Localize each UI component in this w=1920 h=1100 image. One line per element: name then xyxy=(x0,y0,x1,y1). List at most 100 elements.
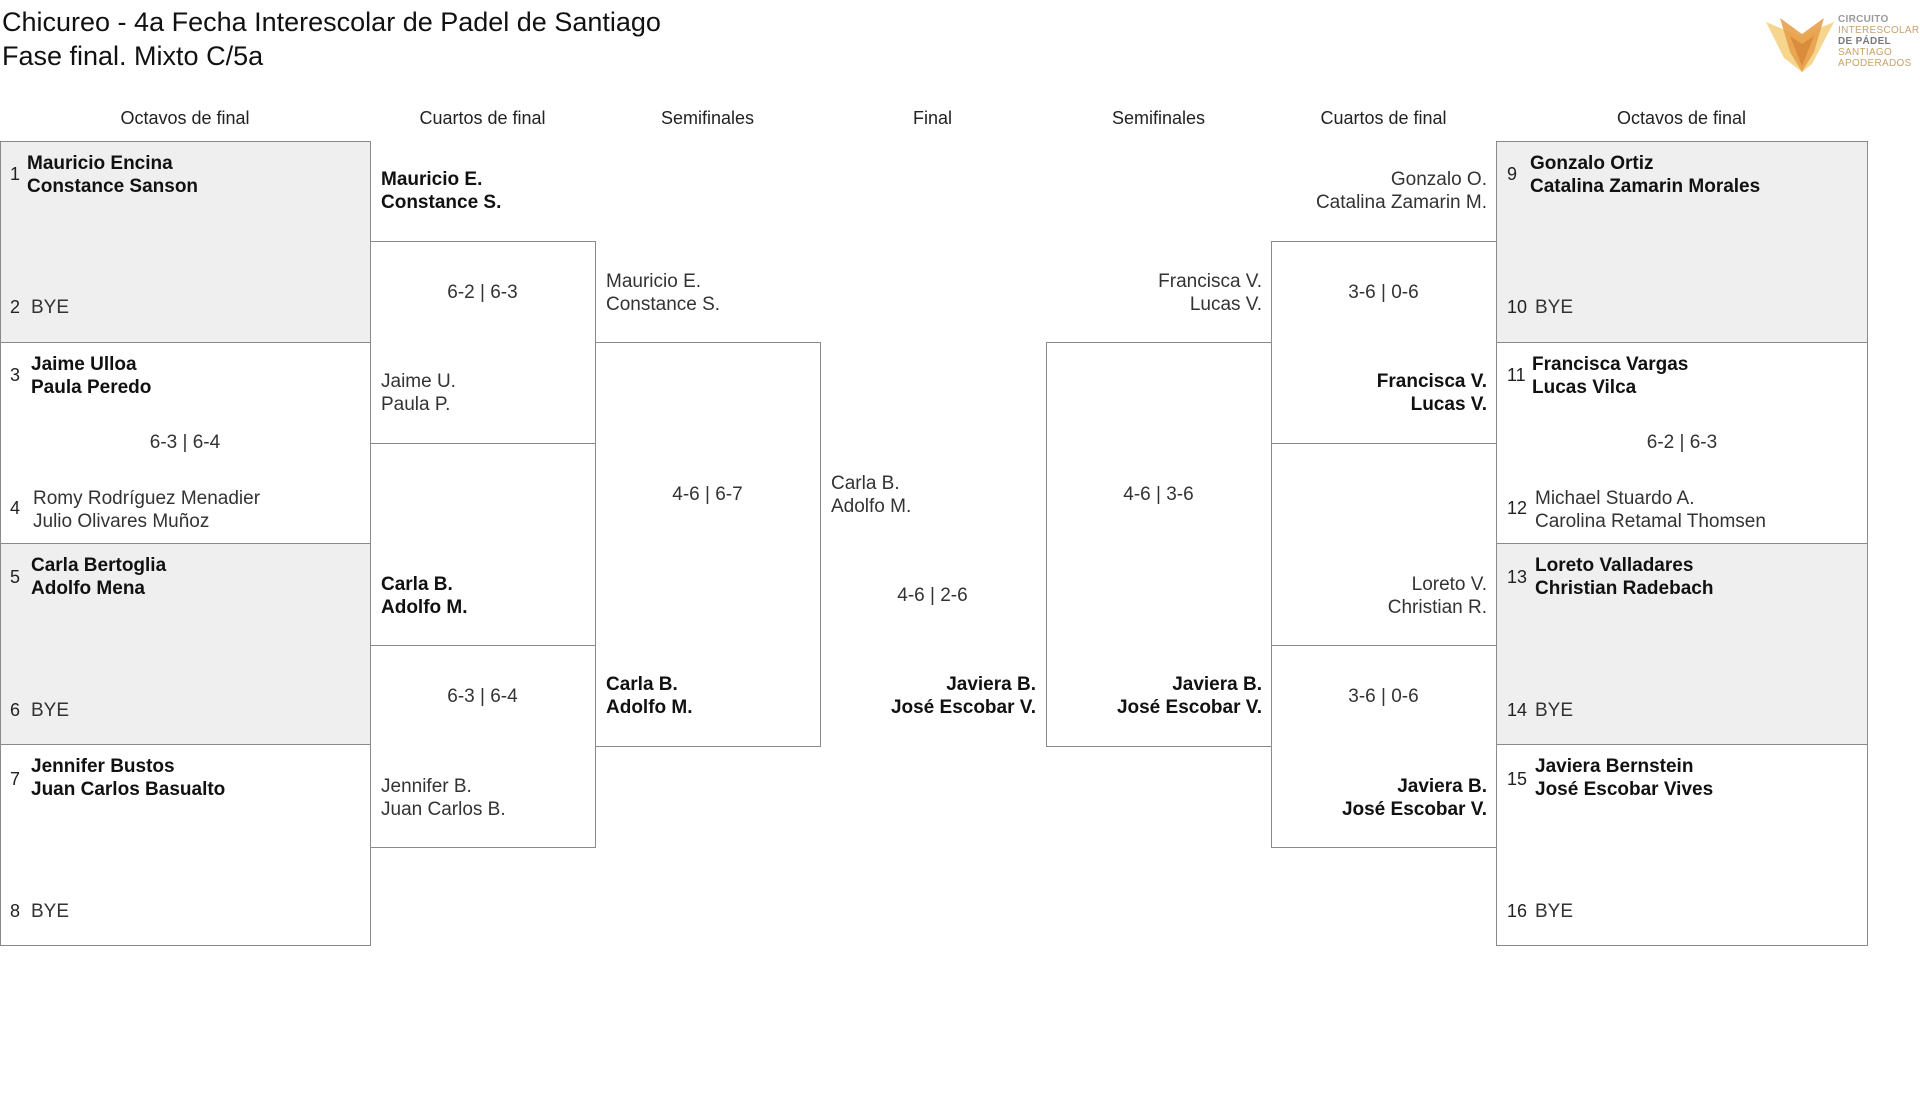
seed-number: 3 xyxy=(10,365,21,385)
team-entry: BYE xyxy=(1535,900,1573,923)
team-entry: Mauricio E. Constance S. xyxy=(381,168,501,214)
round-header-right-sf: Semifinales xyxy=(1111,108,1206,128)
team-entry: Michael Stuardo A. Carolina Retamal Thom… xyxy=(1535,487,1766,533)
player-name: Jaime U. xyxy=(381,371,456,392)
round-header-right-qf: Cuartos de final xyxy=(1320,108,1447,128)
player-name: Lucas Vilca xyxy=(1532,377,1637,398)
player-name: BYE xyxy=(1535,297,1574,318)
player-name: Gonzalo O. xyxy=(1390,169,1487,190)
team-entry: Javiera Bernstein José Escobar Vives xyxy=(1535,755,1713,801)
team-entry: Javiera B. José Escobar V. xyxy=(836,673,1036,719)
team-entry: Gonzalo O. Catalina Zamarin M. xyxy=(1266,168,1487,214)
round-header-right-r16: Octavos de final xyxy=(1616,108,1747,128)
player-name: Carla B. xyxy=(381,574,453,595)
player-name: Mauricio Encina xyxy=(27,153,173,174)
match-score: 6-2 | 6-3 xyxy=(447,282,518,303)
player-name: Constance Sanson xyxy=(27,176,199,197)
player-name: Christian Radebach xyxy=(1535,578,1714,599)
team-entry: Javiera B. José Escobar V. xyxy=(1052,673,1262,719)
match-score: 4-6 | 6-7 xyxy=(672,484,743,505)
match-box-left-r16-1 xyxy=(0,141,371,343)
player-name: José Escobar V. xyxy=(1341,799,1487,820)
player-name: Constance S. xyxy=(606,294,721,315)
team-entry: BYE xyxy=(31,900,69,923)
player-name: Carla B. xyxy=(831,473,900,494)
player-name: Gonzalo Ortiz xyxy=(1530,153,1654,174)
round-header-left-r16: Octavos de final xyxy=(120,108,250,128)
team-entry: Loreto V. Christian R. xyxy=(1266,573,1487,619)
seed-number: 12 xyxy=(1507,498,1528,518)
player-name: Christian R. xyxy=(1387,597,1487,618)
round-header-left-sf: Semifinales xyxy=(660,108,755,128)
team-entry: Francisca V. Lucas V. xyxy=(1052,270,1262,316)
player-name: Jaime Ulloa xyxy=(31,354,137,375)
seed-number: 9 xyxy=(1507,164,1518,184)
player-name: Carla Bertoglia xyxy=(31,555,167,576)
player-name: Carolina Retamal Thomsen xyxy=(1535,511,1766,532)
seed-number: 11 xyxy=(1507,365,1526,385)
team-entry: Carla B. Adolfo M. xyxy=(606,673,693,719)
seed-number: 16 xyxy=(1507,901,1528,921)
team-entry: Francisca Vargas Lucas Vilca xyxy=(1532,353,1688,399)
team-entry: BYE xyxy=(1535,699,1573,722)
circuit-logo xyxy=(1766,18,1834,72)
player-name: José Escobar V. xyxy=(1116,697,1262,718)
page-subtitle: Fase final. Mixto C/5a xyxy=(2,41,264,71)
seed-number: 13 xyxy=(1507,567,1528,587)
logo-line: CIRCUITO xyxy=(1838,14,1889,25)
seed-number: 1 xyxy=(10,164,21,184)
player-name: BYE xyxy=(1535,700,1574,721)
team-entry: Jennifer B. Juan Carlos B. xyxy=(381,775,506,821)
player-name: Loreto Valladares xyxy=(1535,555,1694,576)
match-score: 6-3 | 6-4 xyxy=(149,432,221,453)
player-name: Paula P. xyxy=(381,394,451,415)
match-score: 6-2 | 6-3 xyxy=(1646,432,1718,453)
team-entry: Jennifer Bustos Juan Carlos Basualto xyxy=(31,755,225,801)
team-entry: Javiera B. José Escobar V. xyxy=(1266,775,1487,821)
logo-line: SANTIAGO xyxy=(1838,47,1893,58)
player-name: José Escobar Vives xyxy=(1535,779,1714,800)
team-entry: Mauricio E. Constance S. xyxy=(606,270,720,316)
player-name: José Escobar V. xyxy=(890,697,1036,718)
player-name: Catalina Zamarin M. xyxy=(1315,192,1487,213)
player-name: BYE xyxy=(31,700,70,721)
player-name: BYE xyxy=(31,901,70,922)
seed-number: 7 xyxy=(10,769,21,789)
match-box-right-r16-4 xyxy=(1496,744,1868,946)
match-box-left-sf xyxy=(595,342,821,747)
player-name: BYE xyxy=(1535,901,1574,922)
round-header-left-qf: Cuartos de final xyxy=(419,108,546,128)
player-name: Juan Carlos Basualto xyxy=(31,779,226,800)
player-name: Juan Carlos B. xyxy=(381,799,506,820)
player-name: Julio Olivares Muñoz xyxy=(33,511,210,532)
player-name: BYE xyxy=(31,297,70,318)
match-box-right-r16-3 xyxy=(1496,543,1868,745)
team-entry: Romy Rodríguez Menadier Julio Olivares M… xyxy=(33,487,260,533)
logo-shape-core xyxy=(1790,36,1814,66)
page-title: Chicureo - 4a Fecha Interescolar de Pade… xyxy=(2,7,661,37)
player-name: Jennifer Bustos xyxy=(31,756,175,777)
team-entry: Loreto Valladares Christian Radebach xyxy=(1535,554,1713,600)
team-entry: Jaime Ulloa Paula Peredo xyxy=(31,353,151,399)
logo-line: DE PÁDEL xyxy=(1838,36,1891,47)
team-entry: BYE xyxy=(31,296,69,319)
final-score: 4-6 | 2-6 xyxy=(897,585,968,606)
player-name: Adolfo M. xyxy=(381,597,468,618)
seed-number: 2 xyxy=(10,297,21,317)
team-entry: Carla B. Adolfo M. xyxy=(831,472,911,518)
round-header-final: Final xyxy=(912,108,952,128)
player-name: Francisca V. xyxy=(1376,371,1487,392)
match-score: 3-6 | 0-6 xyxy=(1348,686,1419,707)
player-name: Lucas V. xyxy=(1189,294,1262,315)
seed-number: 5 xyxy=(10,567,21,587)
logo-line: APODERADOS xyxy=(1838,58,1912,69)
seed-number: 14 xyxy=(1507,700,1528,720)
player-name: Michael Stuardo A. xyxy=(1535,488,1695,509)
player-name: Francisca V. xyxy=(1158,271,1262,292)
team-entry: Francisca V. Lucas V. xyxy=(1266,370,1487,416)
team-entry: Jaime U. Paula P. xyxy=(381,370,456,416)
player-name: Javiera B. xyxy=(946,674,1036,695)
player-name: Mauricio E. xyxy=(606,271,702,292)
logo-line: INTERESCOLAR xyxy=(1838,25,1920,36)
player-name: Adolfo Mena xyxy=(31,578,145,599)
